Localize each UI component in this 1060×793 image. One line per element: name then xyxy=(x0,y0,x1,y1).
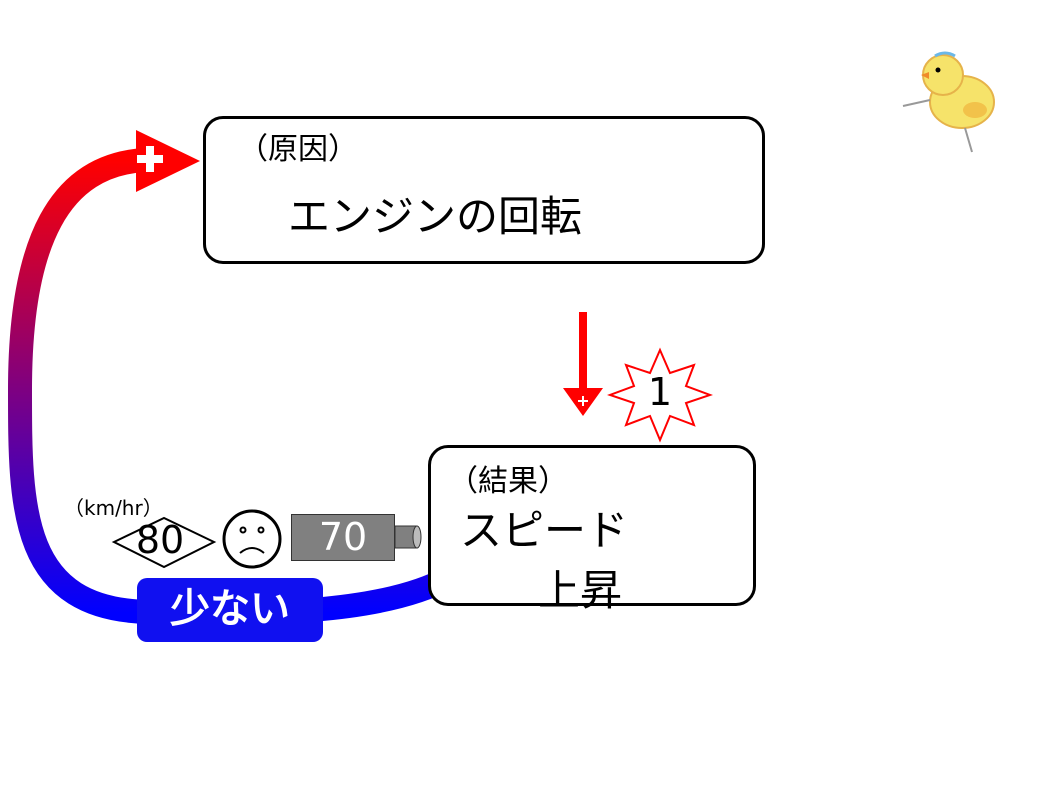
chick-icon xyxy=(902,51,995,153)
loop-number-burst xyxy=(607,347,713,443)
feedback-tag: 少ない xyxy=(137,578,323,642)
causal-link-arrow xyxy=(563,312,603,416)
speed-limit-sign xyxy=(111,516,217,569)
effect-sub-label: （結果） xyxy=(448,464,568,499)
gauge-cylinder-end xyxy=(394,525,422,549)
effect-main-label-line1: スピード xyxy=(460,506,629,555)
sad-face-icon xyxy=(222,509,282,569)
speed-actual-value: 70 xyxy=(291,514,395,561)
effect-box xyxy=(428,445,756,606)
feedback-arrowhead xyxy=(136,130,200,192)
speed-unit: （km/hr） xyxy=(64,496,163,520)
speed-limit-value: 80 xyxy=(135,518,185,562)
feedback-plus-sign xyxy=(137,146,163,172)
effect-main-label-line2: 上昇 xyxy=(538,566,623,615)
cause-main-label: エンジンの回転 xyxy=(288,192,583,241)
loop-number: 1 xyxy=(647,370,673,414)
cause-box xyxy=(203,116,765,264)
cause-sub-label: （原因） xyxy=(238,132,358,167)
